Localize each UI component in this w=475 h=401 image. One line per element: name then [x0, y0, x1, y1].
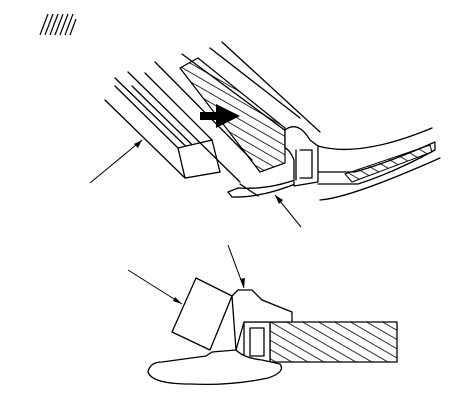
trim-tool-bar	[104, 72, 221, 179]
leader-lines-bottom	[127, 244, 245, 305]
leader-lines-top	[89, 139, 302, 228]
door-panel	[317, 127, 441, 201]
door-panel-section	[243, 321, 398, 363]
weatherstrip-seal-installation-perspective	[89, 41, 441, 228]
hatched-section-symbol	[39, 13, 77, 36]
trim-tool-tip	[171, 277, 233, 351]
weatherstrip-seal-cross-section	[127, 244, 398, 386]
seal-retainer	[231, 289, 293, 351]
seal-lip-section	[147, 349, 283, 386]
seal-body	[284, 126, 319, 187]
push-direction-arrow	[200, 104, 240, 128]
